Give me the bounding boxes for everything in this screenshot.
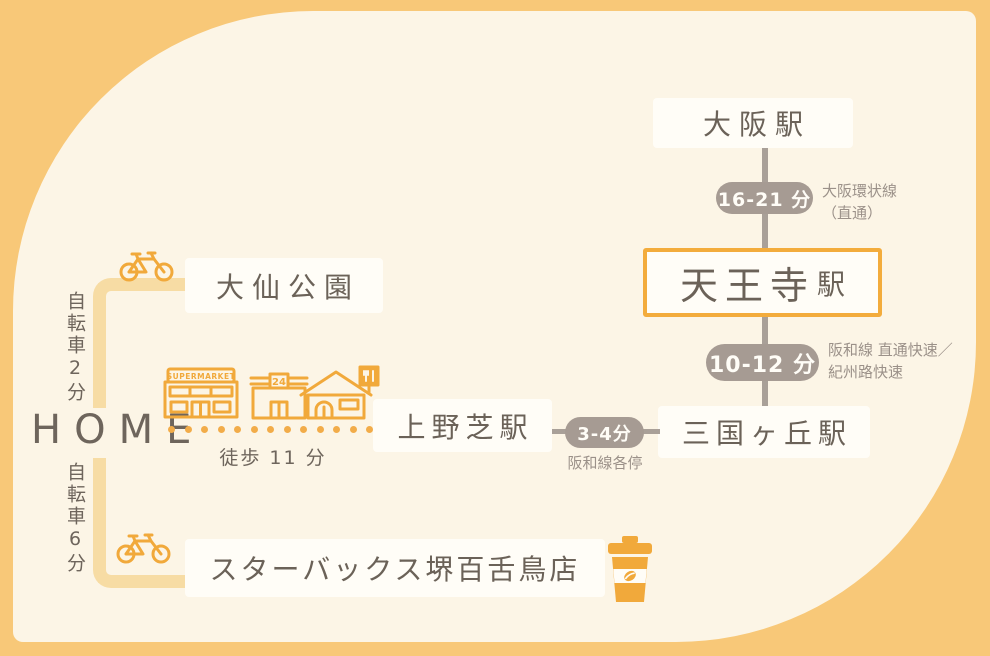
coffee-cup-icon [606,536,654,604]
bike-duration-daisen: 自転車2分 [64,291,86,404]
supermarket-sign-text: SUPERMARKET [167,372,236,381]
bicycle-icon [115,532,173,564]
station-name-mikunigaoka: 三国ヶ丘駅 [681,417,852,450]
station-card-mikunigaoka: 三国ヶ丘駅 [658,406,870,458]
destination-card-daisen-park: 大仙公園 [185,258,383,313]
line-label-hanwa-local: 阪和線各停 [567,454,643,472]
destination-name-starbucks: スターバックス堺百舌鳥店 [209,553,581,586]
duration-badge-uenoshiba-mikunigaoka: 3-4分 [565,417,644,448]
station-card-tennoji: 天王寺 駅 [643,248,882,317]
destination-card-starbucks: スターバックス堺百舌鳥店 [185,539,605,597]
bike-path-starbucks [93,458,185,588]
walk-dotted-path [168,426,373,433]
line-label-osaka-loop: 大阪環状線 （直通） [822,181,897,225]
station-name-osaka: 大阪駅 [702,108,811,141]
bicycle-icon [118,250,176,282]
restaurant-house-icon [296,365,382,421]
line-name: 阪和線 直通快速／ [828,341,953,359]
duration-badge-osaka-tennoji: 16-21 分 [716,182,813,214]
station-name-uenoshiba: 上野芝駅 [397,410,534,444]
line-note: 紀州路快速 [828,362,904,381]
station-name-tennoji: 天王寺 [679,264,815,308]
station-suffix-tennoji: 駅 [817,267,846,301]
station-card-osaka: 大阪駅 [653,98,853,148]
convenience-store-icon: 24 [247,372,311,420]
store-sign-text: 24 [272,377,286,388]
bike-path-daisen [93,278,185,408]
duration-badge-tennoji-mikunigaoka: 10-12 分 [706,344,819,381]
walk-duration-label: 徒歩 11 分 [219,447,327,469]
line-label-hanwa-rapid: 阪和線 直通快速／ 紀州路快速 [828,340,953,384]
station-card-uenoshiba: 上野芝駅 [373,399,552,452]
line-name: 大阪環状線 [822,182,898,200]
destination-name-daisen-park: 大仙公園 [215,270,360,304]
line-note: （直通） [822,203,883,222]
bike-duration-starbucks: 自転車6分 [64,462,86,575]
